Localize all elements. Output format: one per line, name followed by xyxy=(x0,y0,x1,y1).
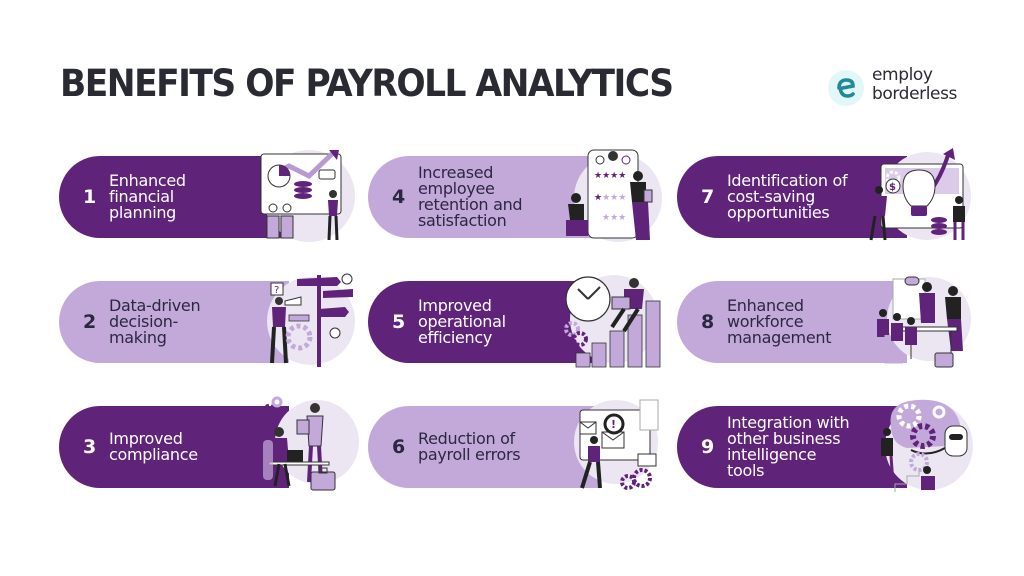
svg-text:★★★★: ★★★★ xyxy=(594,171,626,181)
page-title: BENEFITS OF PAYROLL ANALYTICS xyxy=(60,62,674,105)
benefit-number: 9 xyxy=(701,436,715,458)
benefit-number: 2 xyxy=(83,311,97,333)
employ-borderless-logo: employ borderless xyxy=(828,66,978,110)
star-rating-employees-illustration: ★★★★ ★★★★ ★ ★★★ xyxy=(558,146,668,246)
lightbulb-coins-growth-illustration: $ xyxy=(867,146,977,246)
benefit-number: 3 xyxy=(83,436,97,458)
clock-growth-bars-illustration xyxy=(558,271,668,371)
svg-text:$: $ xyxy=(889,182,896,193)
benefit-number: 1 xyxy=(83,186,97,208)
logo-wordmark: employ borderless xyxy=(872,65,958,104)
gears-robot-integration-illustration xyxy=(867,396,977,496)
svg-text:★★★: ★★★ xyxy=(602,213,626,223)
svg-text:★: ★ xyxy=(594,193,602,203)
benefit-number: 5 xyxy=(392,311,406,333)
benefit-number: 6 xyxy=(392,436,406,458)
office-desk-compliance-illustration xyxy=(249,396,359,496)
svg-text:!: ! xyxy=(611,418,616,431)
financial-planning-meeting-illustration xyxy=(249,146,359,246)
benefit-number: 4 xyxy=(392,186,406,208)
e-logo-icon xyxy=(828,70,864,106)
signpost-telescope-illustration: ? xyxy=(249,271,359,371)
team-meeting-illustration xyxy=(867,271,977,371)
svg-text:?: ? xyxy=(274,285,279,296)
benefit-number: 8 xyxy=(701,311,715,333)
benefit-number: 7 xyxy=(701,186,715,208)
error-alert-magnifier-illustration: ! xyxy=(558,396,668,496)
svg-text:★★★★: ★★★★ xyxy=(594,193,626,203)
